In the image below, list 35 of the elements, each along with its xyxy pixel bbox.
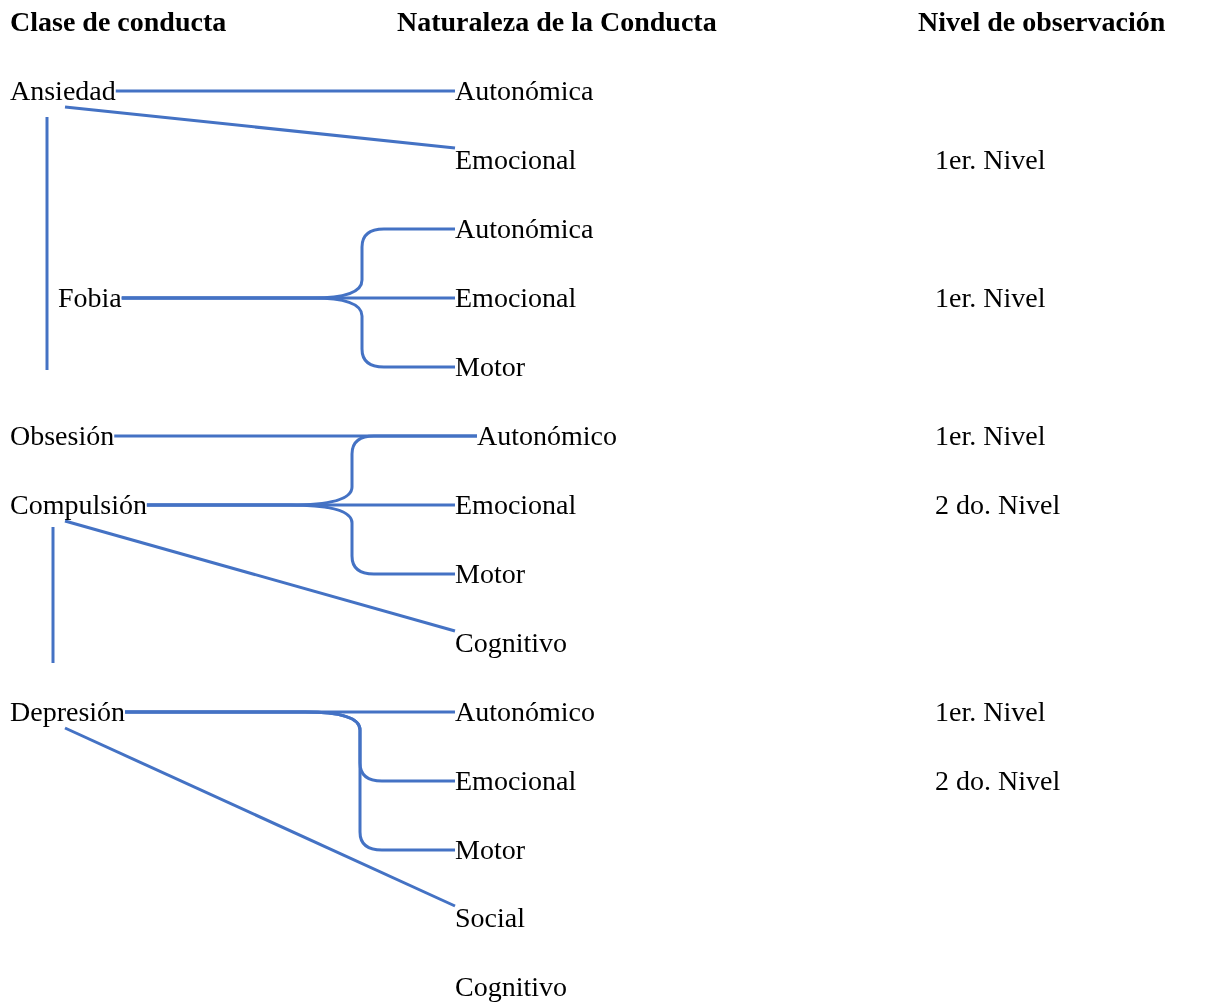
- nature-label: Motor: [455, 351, 525, 383]
- nature-label: Emocional: [455, 144, 577, 176]
- nature-label: Motor: [455, 558, 525, 590]
- category-label: Fobia: [58, 282, 122, 314]
- level-label: 1er. Nivel: [935, 420, 1046, 452]
- column-header: Nivel de observación: [918, 6, 1166, 38]
- nature-label: Emocional: [455, 765, 577, 797]
- category-label: Ansiedad: [10, 75, 116, 107]
- connector-line: [64, 726, 456, 908]
- nature-label: Emocional: [455, 282, 577, 314]
- nature-label: Autonómico: [455, 696, 595, 728]
- nature-label: Autonómica: [455, 213, 594, 245]
- nature-label: Autonómico: [477, 420, 617, 452]
- nature-label: Cognitivo: [455, 971, 567, 1003]
- brace-line: [121, 296, 455, 369]
- column-header: Clase de conducta: [10, 6, 227, 38]
- nature-label: Cognitivo: [455, 627, 567, 659]
- level-label: 1er. Nivel: [935, 144, 1046, 176]
- brace-line: [125, 710, 455, 852]
- nature-label: Autonómica: [455, 75, 594, 107]
- category-label: Compulsión: [10, 489, 147, 521]
- nature-label: Motor: [455, 834, 525, 866]
- brace-line: [146, 503, 455, 576]
- level-label: 1er. Nivel: [935, 696, 1046, 728]
- level-label: 2 do. Nivel: [935, 489, 1061, 521]
- connector-line: [64, 519, 456, 633]
- connector-line: [64, 105, 456, 150]
- level-label: 2 do. Nivel: [935, 765, 1061, 797]
- column-header: Naturaleza de la Conducta: [397, 6, 717, 38]
- category-label: Obsesión: [10, 420, 115, 452]
- connector-line: [115, 89, 455, 93]
- level-label: 1er. Nivel: [935, 282, 1046, 314]
- nature-label: Social: [455, 902, 525, 934]
- category-label: Depresión: [10, 696, 126, 728]
- nature-label: Emocional: [455, 489, 577, 521]
